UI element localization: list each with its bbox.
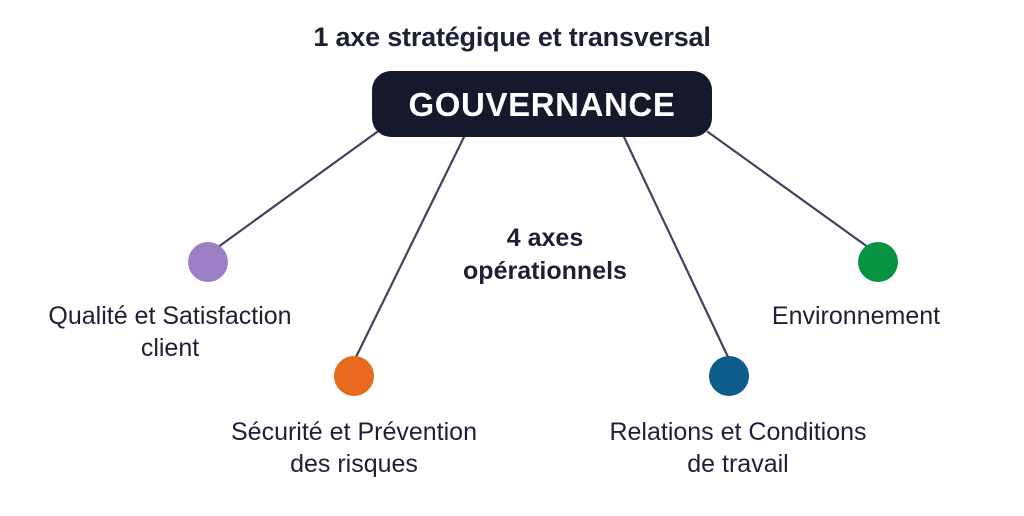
axis-label-environnement-line1: Environnement (771, 302, 941, 330)
operational-axes-title-line2: opérationnels (463, 257, 627, 285)
axis-label-qualite: Qualité et Satisfaction client (0, 300, 346, 364)
axis-dot-relations[interactable] (709, 356, 749, 396)
axis-dot-securite[interactable] (334, 356, 374, 396)
governance-hub-label: GOUVERNANCE (408, 85, 676, 123)
axis-label-securite-line2: des risques (290, 450, 418, 478)
axis-label-relations: Relations et Conditions de travail (558, 416, 918, 480)
axis-label-environnement: Environnement (680, 300, 1024, 332)
operational-axes-title-line1: 4 axes (506, 224, 584, 252)
axis-dot-qualite[interactable] (188, 242, 228, 282)
axis-label-securite-line1: Sécurité et Prévention (231, 418, 477, 446)
axis-label-qualite-line2: client (140, 334, 200, 362)
strategic-axis-title: 1 axe stratégique et transversal (313, 22, 711, 52)
connector-line-environnement (706, 130, 874, 252)
axis-label-securite: Sécurité et Prévention des risques (178, 416, 530, 480)
axis-label-relations-line1: Relations et Conditions (609, 418, 867, 446)
operational-axes-title: 4 axes opérationnels (422, 222, 668, 288)
axis-label-relations-line2: de travail (687, 450, 789, 478)
governance-hub-box[interactable]: GOUVERNANCE (372, 71, 712, 137)
axis-dot-environnement[interactable] (858, 242, 898, 282)
axis-label-qualite-line1: Qualité et Satisfaction (48, 302, 292, 330)
connector-line-qualite (212, 130, 379, 252)
